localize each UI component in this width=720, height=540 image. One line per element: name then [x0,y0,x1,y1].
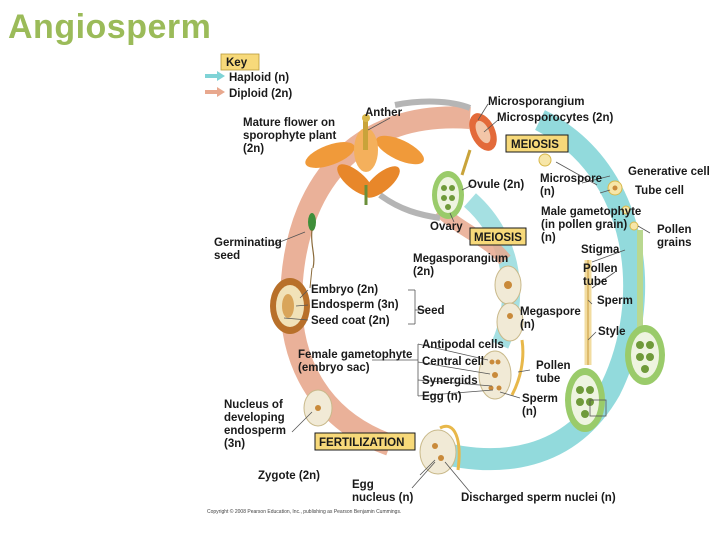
label-tube-cell: Tube cell [635,185,684,197]
diagram-labels: Anther Mature flower on sporophyte plant… [207,96,710,515]
label-megaspore-1: Megaspore [520,306,581,318]
label-egg-nucleus-1: Egg [352,479,374,491]
label-generative-cell: Generative cell [628,166,710,178]
label-female-gametophyte-1: Female gametophyte [298,349,412,361]
label-male-gametophyte-3: (n) [541,232,556,244]
label-ovary: Ovary [430,221,463,233]
label-sperm: Sperm [597,295,633,307]
label-antipodal-cells: Antipodal cells [422,339,504,351]
label-zygote: Zygote (2n) [258,470,320,482]
label-pollen-tube-2: tube [583,276,607,288]
label-microspore-1: Microspore [540,173,602,185]
label-megaspore-2: (n) [520,319,535,331]
slide-title: Angiosperm [8,8,212,46]
key-diploid-label: Diploid (2n) [229,88,292,100]
key-haploid-label: Haploid (n) [229,72,289,84]
label-mature-flower-3: (2n) [243,143,264,155]
haploid-arc [426,110,646,471]
label-pollen-grains-1: Pollen [657,224,692,236]
label-synergids: Synergids [422,375,478,387]
label-embryo: Embryo (2n) [311,284,378,296]
seed-illustration [270,267,313,334]
label-nucleus-endosperm-1: Nucleus of [224,399,283,411]
ovary-illustration [432,171,464,219]
label-microsporocytes: Microsporocytes (2n) [497,112,613,124]
label-egg: Egg (n) [422,391,462,403]
stage-fertilization-label: FERTILIZATION [319,437,404,449]
stage-meiosis-1: MEIOSIS [505,134,569,153]
label-ovule: Ovule (2n) [468,179,524,191]
pistil-illustration [565,230,665,432]
germinating-seed-illustration [308,213,316,269]
label-pollen-tube2-1: Pollen [536,360,571,372]
label-style: Style [598,326,626,338]
mature-flower-illustration [305,114,424,205]
label-discharged-sperm: Discharged sperm nuclei (n) [461,492,616,504]
label-female-gametophyte-2: (embryo sac) [298,362,370,374]
stage-meiosis-1-label: MEIOSIS [511,139,559,151]
label-mature-flower-1: Mature flower on [243,117,335,129]
label-sperm2-1: Sperm [522,393,558,405]
key-title: Key [226,57,248,69]
label-microsporangium: Microsporangium [488,96,584,108]
label-pollen-tube2-2: tube [536,373,560,385]
label-nucleus-endosperm-2: developing [224,412,285,424]
diploid-arrow-swatch [205,87,225,97]
haploid-arrow-swatch [205,71,225,81]
label-seed-coat: Seed coat (2n) [311,315,390,327]
label-stigma: Stigma [581,244,620,256]
stage-meiosis-2: MEIOSIS [469,227,527,246]
label-nucleus-endosperm-4: (3n) [224,438,245,450]
grey-arrow-top [394,98,472,111]
label-male-gametophyte-2: (in pollen grain) [541,219,627,231]
label-microspore-2: (n) [540,186,555,198]
label-germinating-seed-1: Germinating [214,237,282,249]
stage-fertilization: FERTILIZATION [314,432,416,451]
leader-lines [269,103,651,493]
label-pollen-grains-2: grains [657,237,692,249]
label-megasporangium-1: Megasporangium [413,253,508,265]
stage-meiosis-2-label: MEIOSIS [474,232,522,244]
pollen-illustration [538,153,639,231]
label-male-gametophyte-1: Male gametophyte [541,206,641,218]
zygote-illustration [303,389,461,475]
label-pollen-tube-1: Pollen [583,263,618,275]
label-endosperm: Endosperm (3n) [311,299,399,311]
label-megasporangium-2: (2n) [413,266,434,278]
grey-arrow-flower [378,192,441,221]
label-seed: Seed [417,305,445,317]
label-germinating-seed-2: seed [214,250,240,262]
label-egg-nucleus-2: nucleus (n) [352,492,414,504]
legend: Key Haploid (n) Diploid (2n) [205,53,292,100]
label-central-cell: Central cell [422,356,484,368]
key-title-box [220,53,260,71]
label-mature-flower-2: sporophyte plant [243,130,336,142]
copyright-text: Copyright © 2008 Pearson Education, Inc.… [207,508,401,515]
label-nucleus-endosperm-3: endosperm [224,425,286,437]
ovule-stages-illustration [478,265,525,400]
label-sperm2-2: (n) [522,406,537,418]
label-anther: Anther [365,107,403,119]
anther-illustration [460,113,497,176]
